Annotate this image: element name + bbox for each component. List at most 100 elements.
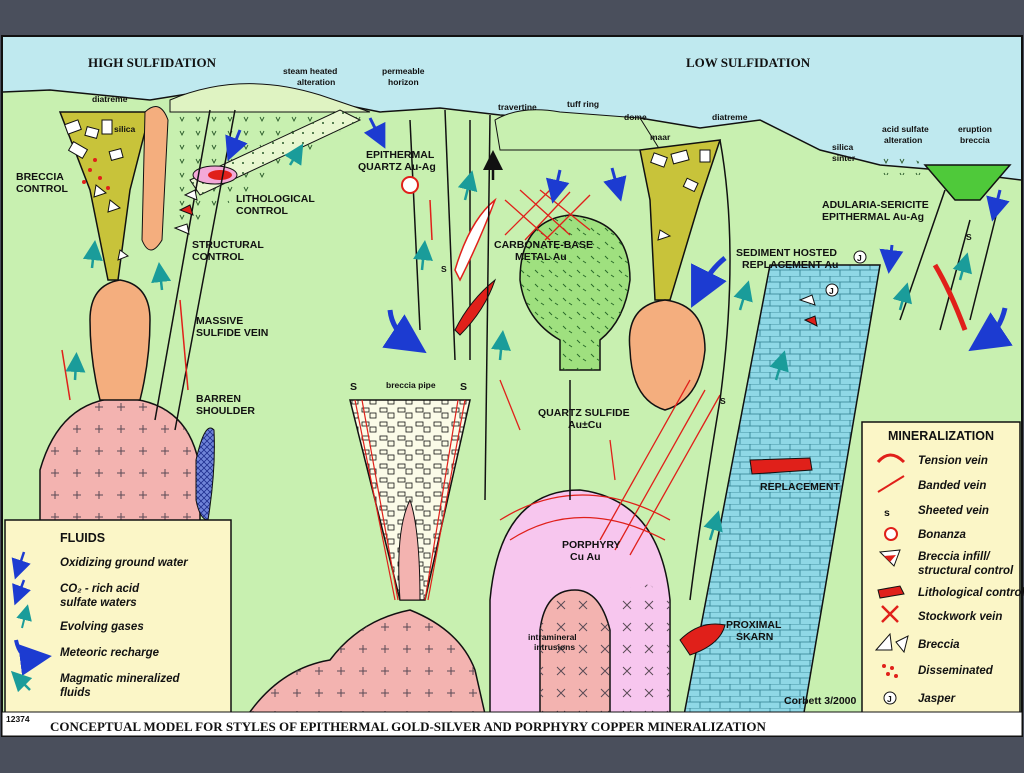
bonanza-icon [884, 527, 898, 541]
dome-area [494, 109, 661, 151]
label-lithological-1: LITHOLOGICAL [236, 193, 315, 205]
breccia-infill-icon [878, 549, 901, 567]
label-dome: dome [624, 112, 647, 122]
label-steam-heated: steam heated [283, 66, 337, 76]
cyan-arrow-icon [16, 604, 32, 629]
lithological-control-icon [877, 585, 905, 599]
stockwork-vein-icon [881, 605, 899, 623]
label-epithermal-2: QUARTZ Au-Ag [358, 161, 436, 173]
min-item-tension: Tension vein [918, 455, 988, 467]
structures-center [484, 114, 731, 601]
left-breccia-blocks [64, 119, 130, 261]
label-breccia-control-2: CONTROL [16, 183, 68, 195]
curved-arrow-icon [14, 639, 52, 676]
meteoric-recharge-arrows [382, 256, 1013, 354]
fluids-legend: FLUIDS Oxidizing ground water CO₂ - rich… [4, 519, 232, 715]
heading-high-sulfidation: HIGH SULFIDATION [88, 55, 217, 70]
bonanza-symbol [401, 176, 419, 194]
fluid-item-evolving: Evolving gases [60, 621, 144, 633]
teal-arrow-icon [10, 670, 33, 693]
min-item-breccia-infill: Breccia infill/ [918, 551, 991, 563]
label-intramineral-1: intramineral [528, 632, 577, 642]
label-eruption-2: breccia [960, 135, 990, 145]
ground-surface [2, 87, 1022, 181]
label-breccia-control-1: BRECCIA [16, 171, 64, 183]
label-structural-1: STRUCTURAL [192, 239, 264, 251]
jasper-icon: J [883, 691, 897, 705]
footer-band [1, 711, 1023, 737]
sediment-breccia [798, 294, 818, 327]
proximal-skarn [679, 623, 726, 656]
label-lithological-2: CONTROL [236, 205, 288, 217]
label-epithermal-1: EPITHERMAL [366, 149, 435, 161]
fluid-item-meteoric: Meteoric recharge [60, 647, 160, 659]
min-item-structural: structural control [918, 565, 1014, 577]
label-adularia-1: ADULARIA-SERICITE [822, 199, 929, 211]
fluids-legend-title: FLUIDS [60, 531, 105, 545]
left-disseminated-dots [82, 158, 110, 190]
label-horizon: horizon [388, 77, 419, 87]
banded-vein-icon [877, 475, 905, 493]
label-breccia-pipe: breccia pipe [386, 380, 436, 390]
svg-text:J: J [887, 694, 892, 704]
label-travertine: travertine [498, 102, 537, 112]
heading-low-sulfidation: LOW SULFIDATION [686, 55, 811, 70]
label-replacement: REPLACEMENT [760, 481, 841, 493]
label-proximal-1: PROXIMAL [726, 619, 782, 631]
acid-sulfate-zone [880, 156, 925, 175]
label-porphyry-2: Cu Au [570, 551, 601, 563]
disseminated-icon [882, 664, 898, 678]
min-item-bonanza: Bonanza [918, 529, 967, 541]
label-s-porphyry: S [720, 396, 726, 406]
min-item-stockwork: Stockwork vein [918, 611, 1002, 623]
min-item-sheeted: Sheeted vein [918, 505, 989, 517]
label-tuff-ring: tuff ring [567, 99, 599, 109]
label-s-right: S [460, 381, 467, 393]
left-dike [141, 106, 169, 251]
min-item-banded: Banded vein [918, 480, 986, 492]
label-quartz-sulfide-2: Au±Cu [568, 419, 602, 431]
replacement-ore [749, 457, 813, 475]
label-massive-1: MASSIVE [196, 315, 243, 327]
magmatic-arrows [65, 143, 972, 541]
figure-number: 12374 [6, 714, 30, 724]
massive-sulfide-veins [61, 199, 433, 401]
right-stock [628, 299, 706, 411]
oxidizing-arrows [225, 117, 1010, 274]
label-barren-2: SHOULDER [196, 405, 255, 417]
blue-arrow-icon [11, 551, 31, 580]
credit-text: Corbett 3/2000 [784, 695, 857, 707]
barren-shoulder [195, 427, 215, 521]
mineralization-legend: MINERALIZATION s J Tension vein Banded v… [861, 421, 1024, 717]
label-sediment-2: REPLACEMENT Au [742, 259, 838, 271]
label-proximal-2: SKARN [736, 631, 773, 643]
right-tension-vein [932, 263, 968, 331]
eruption-breccia [923, 164, 1012, 201]
label-acid-sulfate-2: alteration [884, 135, 922, 145]
label-barren-1: BARREN [196, 393, 241, 405]
sheeted-vein-icon: s [884, 507, 890, 519]
left-stock [89, 279, 151, 401]
min-item-jasper: Jasper [918, 693, 956, 705]
fluid-item-fluids: fluids [60, 687, 91, 699]
label-acid-sulfate-1: acid sulfate [882, 124, 929, 134]
min-item-breccia: Breccia [918, 639, 960, 651]
label-massive-2: SULFIDE VEIN [196, 327, 268, 339]
label-silica-sinter-2: sinter [832, 153, 856, 163]
steam-heated-cap [169, 83, 371, 113]
label-sediment-1: SEDIMENT HOSTED [736, 247, 837, 259]
label-diatreme-left: diatreme [92, 94, 128, 104]
sky [3, 37, 1021, 180]
jasper-symbols: J J [825, 250, 867, 297]
mineralization-legend-title: MINERALIZATION [888, 429, 994, 443]
svg-text:J: J [829, 286, 834, 296]
label-maar: maar [650, 132, 671, 142]
min-item-disseminated: Disseminated [918, 665, 994, 677]
label-diatreme-right: diatreme [712, 112, 748, 122]
tension-vein-icon [876, 453, 906, 464]
dark-blue-arrow-icon [12, 579, 31, 606]
label-s-left: S [350, 381, 357, 393]
fluid-item-oxidizing: Oxidizing ground water [60, 557, 188, 569]
min-item-lithological: Lithological control [918, 587, 1024, 599]
